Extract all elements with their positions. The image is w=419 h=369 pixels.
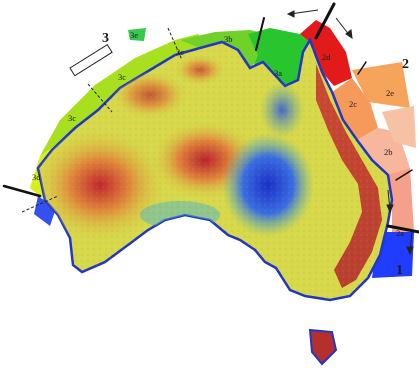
direction-marker-east-3 [357,61,367,75]
zone-2d-region [300,20,352,86]
scale-marker-box [69,43,113,77]
subzone-label-2a: 2a [396,228,404,238]
boundary-line [167,27,183,61]
zone-number-1: 1 [396,263,403,278]
subzone-label-3c: 3c [118,72,126,82]
zone-3e-region [128,28,146,41]
boundary-line [87,83,113,113]
subzone-label-3a: 3a [274,68,282,78]
zone-3c-region [40,34,210,156]
subzone-label-3c: 3c [68,113,76,123]
zone-3d-blue-strip [34,196,56,226]
zone-2a-region [388,168,414,234]
arrows [286,9,414,256]
subzone-label-2b: 2b [384,147,393,157]
subzone-label-3c: 3c [176,47,184,57]
direction-marker-east-2 [395,169,413,181]
subzone-label-3b: 3b [224,34,233,44]
subzone-label-3e: 3e [130,30,138,40]
boundary-line [21,195,59,213]
zone-boundary-lines [21,27,183,213]
direction-arrow-icon [406,246,414,256]
subzone-label-2c: 2c [349,99,357,109]
direction-arrow-icon [345,29,353,40]
direction-arrow-icon [289,9,319,15]
direction-marker-north-west [255,17,265,51]
zone-number-2: 2 [402,57,409,72]
direction-marker-west [2,184,42,198]
direction-arrow-icon [386,204,394,214]
zone-2c-region [332,78,378,140]
tasmania [308,328,338,366]
scale-marker [69,43,113,77]
direction-marker-east [386,224,419,234]
subzone-label-2e: 2e [386,88,394,98]
zone-2e-region [352,62,410,108]
subzone-label-3d: 3d [32,172,41,182]
direction-marker-north [314,2,336,40]
zone-number-3: 3 [102,31,109,46]
direction-markers [2,2,419,234]
direction-arrow-icon [286,10,295,18]
zone-2-band [300,20,416,234]
subzone-label-2d: 2d [322,52,331,62]
zone-2-offshore-panel [382,106,416,148]
